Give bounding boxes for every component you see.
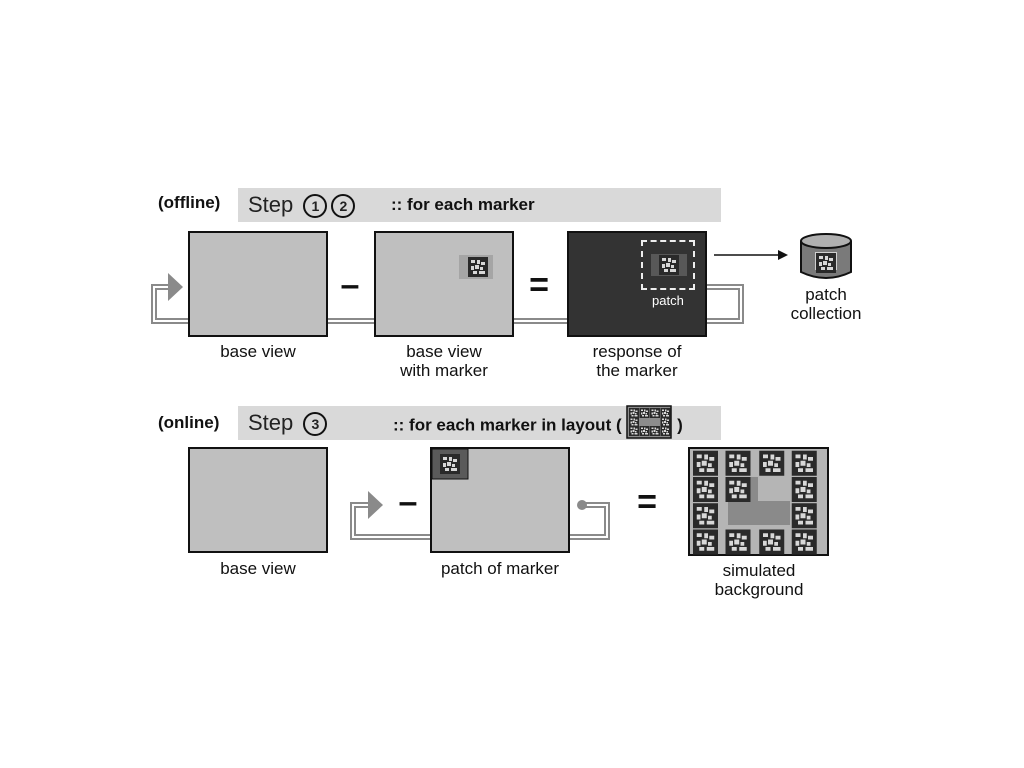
caption-line: the marker [596, 361, 678, 380]
base-view-caption: base view [220, 342, 296, 361]
equals-operator: = [529, 266, 549, 304]
simulated-background-image [688, 447, 829, 556]
loop-start-dot [577, 500, 587, 510]
online-step-title: Step 3 [248, 410, 328, 437]
offline-step-word: Step [248, 192, 294, 217]
online-base-view-caption: base view [220, 559, 296, 578]
step-number-2: 2 [331, 194, 356, 219]
offline-step-description: :: for each marker [391, 195, 535, 214]
step-number-3: 3 [303, 412, 328, 437]
base-view-with-marker-caption: base view with marker [364, 342, 524, 380]
layout-icon [626, 405, 673, 439]
patch-of-marker-caption: patch of marker [440, 559, 560, 578]
caption-line: collection [790, 304, 862, 323]
base-view-panel [188, 231, 328, 337]
caption-line: patch [805, 285, 847, 304]
to-collection-arrowhead [778, 250, 788, 260]
patch-box [641, 240, 695, 290]
caption-line: background [714, 580, 804, 599]
online-label: (online) [158, 413, 220, 432]
marker-icon [651, 254, 687, 276]
online-step-description: :: for each marker in layout ( ) [393, 405, 683, 439]
online-minus-operator: – [398, 483, 418, 521]
caption-line: response of [592, 342, 682, 361]
database-icon [800, 233, 852, 279]
offline-label: (offline) [158, 193, 221, 212]
patch-of-marker-panel [430, 447, 570, 553]
step-number-1: 1 [303, 194, 328, 219]
loop-arrowhead [168, 273, 183, 301]
description-prefix: :: for each marker in layout ( [393, 415, 622, 435]
base-view-with-marker-panel [374, 231, 514, 337]
response-panel: patch [567, 231, 707, 337]
response-caption: response of the marker [557, 342, 717, 380]
online-step-bar: Step 3 :: for each marker in layout ( ) [238, 405, 721, 440]
description-suffix: ) [677, 415, 683, 435]
minus-operator: – [340, 266, 360, 304]
marker-icon [432, 449, 469, 480]
caption-line: simulated [722, 561, 796, 580]
online-base-view-panel [188, 447, 328, 553]
simulated-background-caption: simulated background [689, 561, 829, 599]
patch-label: patch [652, 293, 684, 308]
online-equals-operator: = [637, 483, 657, 521]
caption-line: base view [406, 342, 482, 361]
patch-collection-caption: patch collection [776, 285, 876, 323]
marker-icon [459, 255, 493, 279]
caption-line: with marker [400, 361, 488, 380]
loop-arrowhead [368, 491, 383, 519]
online-step-word: Step [248, 410, 294, 435]
